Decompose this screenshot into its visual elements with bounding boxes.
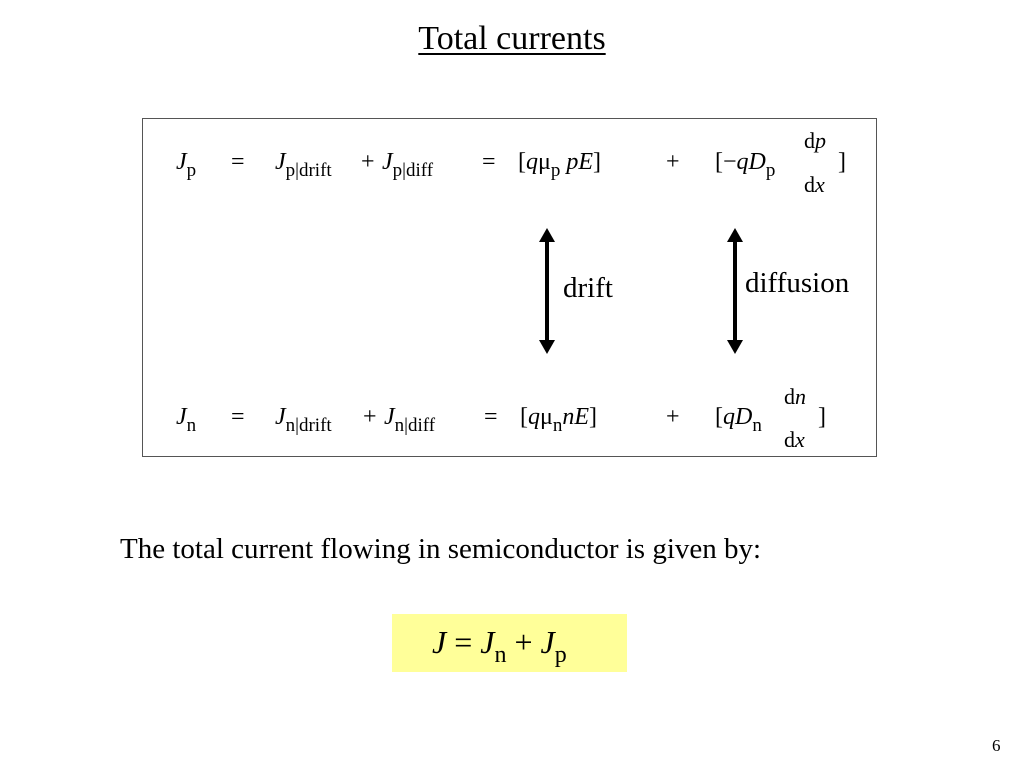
fraction-denominator-p: dx [804, 172, 825, 197]
fraction-numerator-n: dn [784, 384, 806, 409]
jp-drift-subscript: p|drift [285, 160, 332, 181]
fraction-denominator-n: dx [784, 427, 805, 452]
jp-subscript: p [186, 160, 197, 181]
equals-sign: = [231, 149, 245, 175]
jp-symbol: Jp [176, 149, 197, 181]
plus-sign: + [666, 149, 680, 175]
drift-expression-n: [qμnnE] [520, 404, 598, 436]
fraction-numerator-p: dp [804, 128, 826, 153]
jn-diff-term: Jn|diff [384, 404, 436, 436]
drift-label: drift [563, 272, 613, 304]
jp-diff-term: Jp|diff [382, 149, 434, 181]
jn-diff-subscript: n|diff [394, 415, 436, 436]
equation-box [142, 118, 877, 457]
equals-sign: = [484, 404, 498, 430]
total-current-equation: J = Jn + Jp [432, 624, 567, 668]
diffusion-label: diffusion [745, 267, 850, 299]
diffusion-expression-n: [qDn [715, 404, 762, 436]
highlight-box [392, 614, 627, 672]
diffusion-expression-p: [−qDp [715, 149, 776, 181]
equals-sign: = [231, 404, 245, 430]
plus-sign: + [666, 404, 680, 430]
jp-diff-subscript: p|diff [392, 160, 434, 181]
closing-bracket: ] [838, 149, 846, 175]
jn-subscript: n [186, 415, 197, 436]
plus-sign: + [363, 404, 377, 430]
slide-title: Total currents [418, 20, 606, 57]
jn-drift-subscript: n|drift [285, 415, 332, 436]
equals-sign: = [482, 149, 496, 175]
closing-bracket: ] [818, 404, 826, 430]
page-number: 6 [992, 736, 1001, 755]
diffusion-arrow [727, 228, 743, 354]
jn-drift-term: Jn|drift [275, 404, 332, 436]
drift-arrow [539, 228, 555, 354]
jn-symbol: Jn [176, 404, 197, 436]
plus-sign: + [361, 149, 375, 175]
description-text: The total current flowing in semiconduct… [120, 533, 762, 565]
jp-drift-term: Jp|drift [275, 149, 332, 181]
